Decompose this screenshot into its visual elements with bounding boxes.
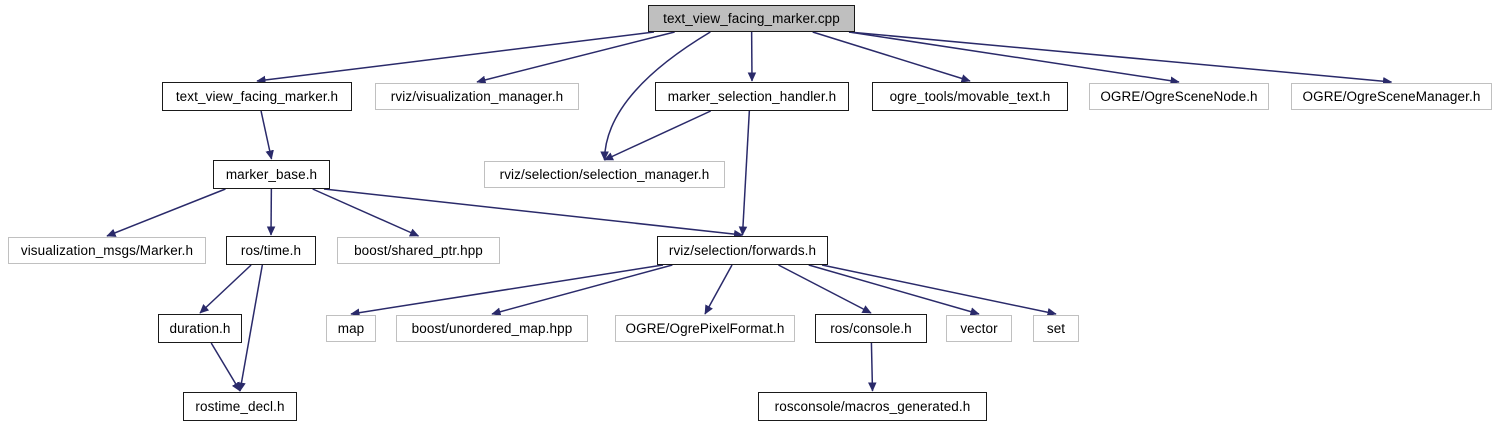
graph-node-root[interactable]: text_view_facing_marker.cpp (648, 5, 855, 32)
graph-node-label: map (337, 320, 365, 336)
graph-edge-marker_base-to-boost_shared_ptr (312, 188, 420, 237)
graph-node-label: rosconsole/macros_generated.h (774, 398, 971, 414)
graph-edge-forwards-to-map (350, 264, 664, 317)
graph-node-ogre_scene_mgr: OGRE/OgreSceneManager.h (1291, 83, 1492, 110)
graph-edge-ros_time-to-duration (199, 264, 252, 314)
graph-edge-forwards-to-ros_console (778, 264, 872, 314)
graph-node-label: OGRE/OgrePixelFormat.h (625, 320, 785, 336)
graph-edge-duration-to-rostime_decl (210, 342, 241, 392)
graph-edge-marker_base-to-vis_msgs_marker (106, 188, 226, 237)
graph-node-ros_console[interactable]: ros/console.h (815, 314, 927, 343)
graph-node-label: visualization_msgs/Marker.h (20, 242, 194, 258)
graph-edge-forwards-to-ogre_pixel_format (704, 264, 733, 315)
graph-edge-root-to-tvfm_h (256, 31, 655, 85)
graph-node-vis_manager: rviz/visualization_manager.h (375, 83, 579, 110)
graph-node-label: rviz/selection/forwards.h (668, 242, 817, 258)
graph-node-label: vector (960, 320, 998, 336)
graph-node-ogre_pixel_format: OGRE/OgrePixelFormat.h (615, 315, 795, 342)
graph-edge-root-to-vis_manager (476, 31, 675, 85)
graph-edge-root-to-ogre_scene_node (848, 31, 1180, 85)
graph-node-set: set (1033, 315, 1079, 342)
graph-node-macros_generated[interactable]: rosconsole/macros_generated.h (758, 392, 987, 421)
graph-node-marker_sel_handler[interactable]: marker_selection_handler.h (655, 82, 849, 111)
graph-edge-ros_console-to-macros_generated (868, 342, 877, 392)
graph-node-boost_shared_ptr: boost/shared_ptr.hpp (337, 237, 500, 264)
graph-edge-root-to-ogre_scene_mgr (848, 31, 1393, 86)
graph-node-label: rviz/selection/selection_manager.h (499, 166, 710, 182)
graph-node-tvfm_h[interactable]: text_view_facing_marker.h (162, 82, 352, 111)
graph-node-label: rviz/visualization_manager.h (390, 88, 564, 104)
graph-node-label: text_view_facing_marker.cpp (663, 10, 840, 26)
graph-node-label: marker_selection_handler.h (667, 88, 837, 104)
graph-edge-ros_time-to-rostime_decl (237, 264, 264, 392)
graph-edge-forwards-to-set (821, 264, 1057, 317)
graph-edge-root-to-movable_text (812, 31, 971, 83)
graph-node-vector: vector (946, 315, 1012, 342)
graph-node-label: set (1046, 320, 1066, 336)
graph-node-label: ros/time.h (240, 242, 302, 258)
graph-node-selection_manager: rviz/selection/selection_manager.h (484, 161, 725, 188)
graph-node-duration[interactable]: duration.h (158, 314, 242, 343)
graph-node-ogre_scene_node: OGRE/OgreSceneNode.h (1089, 83, 1269, 110)
graph-node-label: OGRE/OgreSceneManager.h (1302, 88, 1481, 104)
graph-node-label: ros/console.h (830, 320, 912, 336)
graph-node-label: marker_base.h (225, 166, 318, 182)
graph-node-forwards[interactable]: rviz/selection/forwards.h (657, 236, 828, 265)
graph-edge-marker_sel_handler-to-forwards (738, 110, 751, 236)
graph-node-label: boost/unordered_map.hpp (411, 320, 573, 336)
graph-node-vis_msgs_marker: visualization_msgs/Marker.h (8, 237, 206, 264)
graph-node-label: text_view_facing_marker.h (175, 88, 339, 104)
graph-node-label: rostime_decl.h (195, 398, 285, 414)
graph-node-label: duration.h (169, 320, 231, 336)
graph-edge-marker_base-to-forwards (323, 188, 744, 239)
graph-node-boost_unordered: boost/unordered_map.hpp (396, 315, 588, 342)
graph-edge-forwards-to-boost_unordered (491, 264, 673, 316)
graph-node-label: OGRE/OgreSceneNode.h (1100, 88, 1258, 104)
graph-edge-marker_sel_handler-to-selection_manager (603, 110, 712, 161)
graph-node-marker_base[interactable]: marker_base.h (213, 160, 330, 189)
graph-edge-tvfm_h-to-marker_base (260, 110, 274, 160)
graph-node-movable_text[interactable]: ogre_tools/movable_text.h (872, 82, 1068, 111)
graph-node-map: map (326, 315, 376, 342)
graph-node-label: ogre_tools/movable_text.h (889, 88, 1051, 104)
graph-edge-forwards-to-vector (808, 264, 980, 316)
graph-node-label: boost/shared_ptr.hpp (354, 242, 483, 258)
graph-node-rostime_decl[interactable]: rostime_decl.h (183, 392, 297, 421)
graph-node-ros_time[interactable]: ros/time.h (226, 236, 316, 265)
